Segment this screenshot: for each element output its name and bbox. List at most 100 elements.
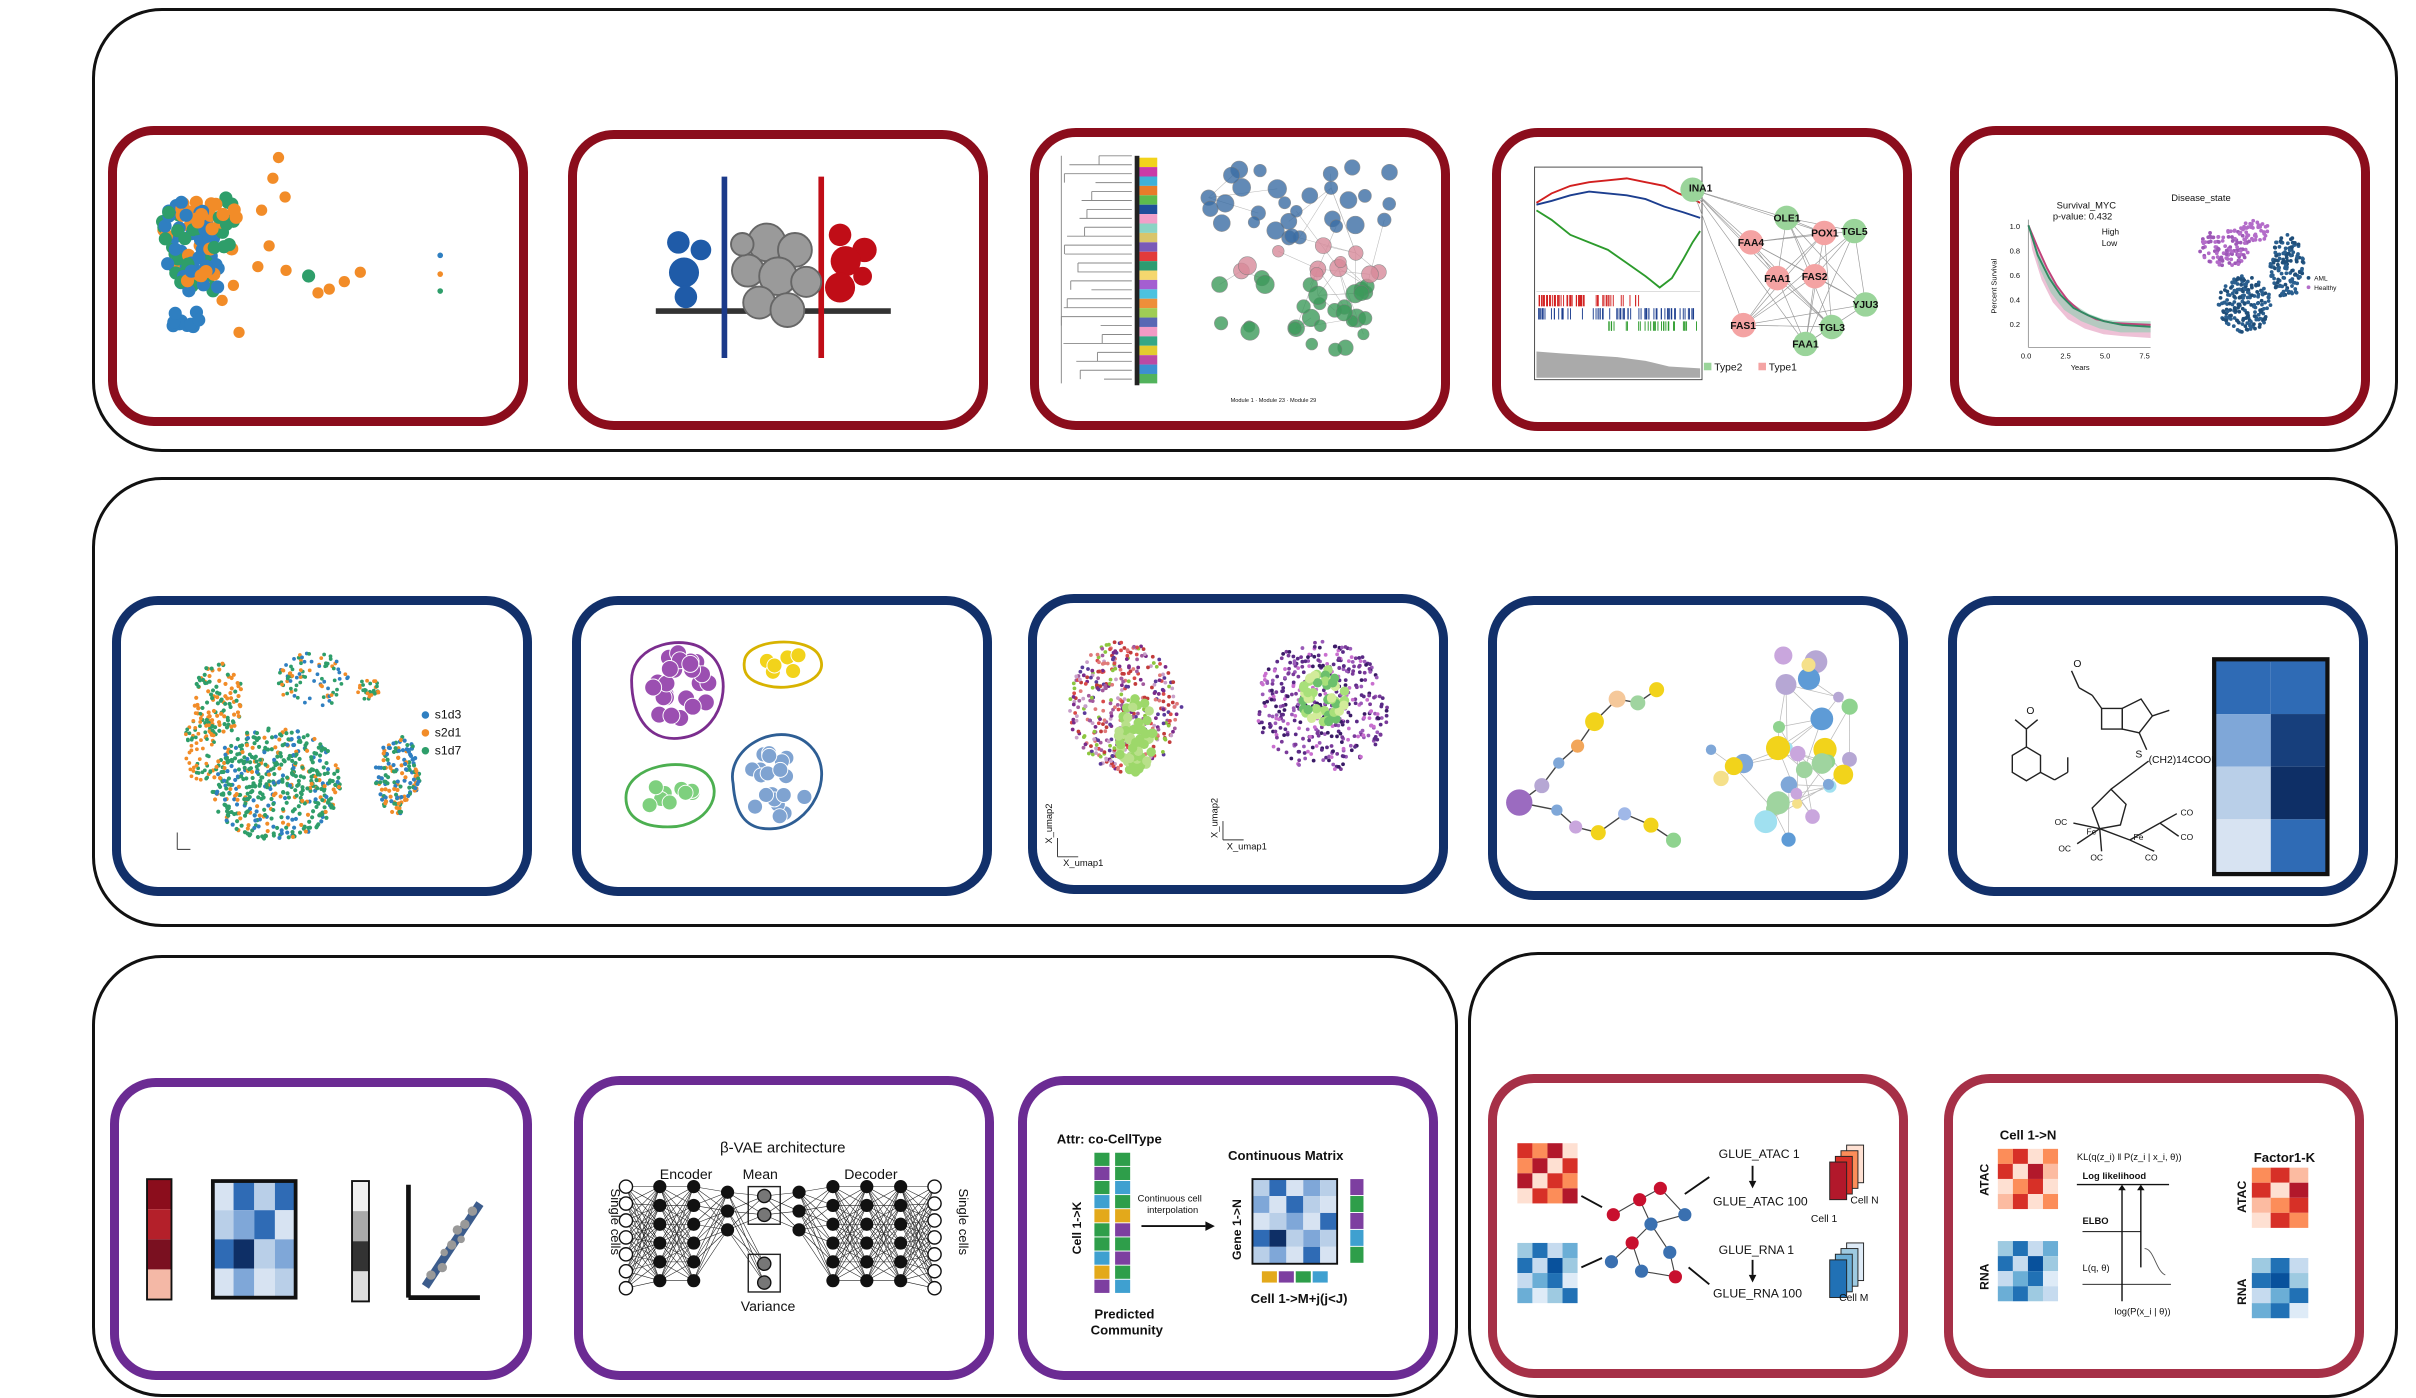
cluster-dot [662, 795, 677, 810]
umap-point [222, 803, 226, 807]
umap-point [290, 731, 294, 735]
umap-point [1306, 750, 1310, 754]
umap-point [207, 710, 211, 714]
nn-node [928, 1265, 941, 1278]
network-node [1833, 765, 1853, 785]
umap-point [329, 797, 333, 801]
network-node [1754, 810, 1777, 833]
module-color [1137, 374, 1158, 383]
mofa-rna-left: RNA [1977, 1263, 1991, 1290]
umap-point [1145, 706, 1154, 715]
umap-point [1110, 683, 1114, 687]
rna-cell [1563, 1273, 1578, 1288]
scatter-point [2220, 263, 2224, 267]
umap-point [323, 805, 327, 809]
umap-point [273, 745, 277, 749]
factor-rna-cell [2289, 1288, 2308, 1303]
scatter-point [256, 205, 267, 216]
umap-point [1360, 678, 1364, 682]
scatter-point [2276, 263, 2280, 267]
umap-point [330, 701, 334, 705]
umap-point [1311, 746, 1315, 750]
umap-point [397, 749, 401, 753]
umap-point [221, 791, 225, 795]
scatter-point [2238, 295, 2242, 299]
scatter-point [2226, 309, 2230, 313]
mofa-lq: L(q, θ) [2083, 1262, 2110, 1273]
celltype-cell [1350, 1179, 1363, 1195]
scatter-point [355, 267, 366, 278]
umap-point [231, 823, 235, 827]
scatter-point [312, 287, 323, 298]
network-node [1302, 188, 1318, 204]
network-node [1297, 300, 1311, 314]
umap-point [275, 826, 279, 830]
umap-point [235, 827, 239, 831]
umap-point [1090, 669, 1094, 673]
umap-point [198, 724, 202, 728]
umap-point [1081, 697, 1085, 701]
card-co-celltype: Attr: co-CellType Cell 1->K Continuous c… [1018, 1076, 1438, 1380]
umap-point [320, 798, 324, 802]
umap-point [220, 662, 224, 666]
umap-point [1272, 745, 1276, 749]
umap-point [1324, 653, 1328, 657]
x-tick: 5.0 [2100, 352, 2110, 361]
scatter-point [2246, 233, 2250, 237]
umap-point [237, 767, 241, 771]
umap-point [1368, 667, 1372, 671]
factor-atac-cell [2289, 1168, 2308, 1183]
umap-point [1085, 675, 1089, 679]
umap-point [1153, 691, 1157, 695]
heatmap-cell [254, 1181, 275, 1210]
umap-point [281, 743, 285, 747]
umap-point [337, 671, 341, 675]
heatmap-cell [2216, 714, 2271, 767]
umap-point [265, 740, 269, 744]
umap-point [1265, 700, 1269, 704]
umap-point [329, 654, 333, 658]
heatmap-cell [2216, 661, 2271, 714]
umap-point [1298, 720, 1302, 724]
umap-point [308, 697, 312, 701]
umap-point [1094, 680, 1098, 684]
scatter-point [195, 269, 208, 282]
cluster-dot [663, 707, 680, 724]
umap-point [229, 696, 233, 700]
card-beta-vae: β-VAE architecture Encoder Mean Decoder … [574, 1076, 994, 1380]
umap-point [280, 683, 284, 687]
scatter-point [2219, 256, 2223, 260]
matrix-cell [1252, 1230, 1269, 1247]
scatter-point [2280, 285, 2284, 289]
scatter-point [2260, 303, 2264, 307]
umap-point [1321, 758, 1325, 762]
umap-point [1316, 658, 1320, 662]
umap-point [1126, 685, 1130, 689]
umap-point [326, 767, 330, 771]
umap-point [1158, 662, 1162, 666]
module-color [1137, 365, 1158, 374]
umap-point [368, 682, 372, 686]
umap-point [1272, 695, 1276, 699]
scatter-point [2213, 240, 2217, 244]
umap-point [305, 749, 309, 753]
umap-point [1327, 693, 1336, 702]
umap-point [1280, 682, 1284, 686]
nn-node [894, 1218, 907, 1231]
umap-point [1359, 701, 1363, 705]
umap-point [335, 769, 339, 773]
umap-point [234, 699, 238, 703]
umap-point [281, 821, 285, 825]
glue-atac-1: GLUE_ATAC 1 [1719, 1147, 1800, 1161]
umap-point [1288, 661, 1292, 665]
umap-point [1257, 712, 1261, 716]
umap-point [1119, 693, 1123, 697]
scatter-point [2262, 232, 2266, 236]
network-node [1279, 197, 1291, 209]
umap-point [281, 693, 285, 697]
umap-point [1348, 647, 1352, 651]
umap-point [1359, 755, 1363, 759]
network-node [1381, 164, 1397, 180]
network-node [1358, 189, 1371, 202]
nn-node [928, 1214, 941, 1227]
